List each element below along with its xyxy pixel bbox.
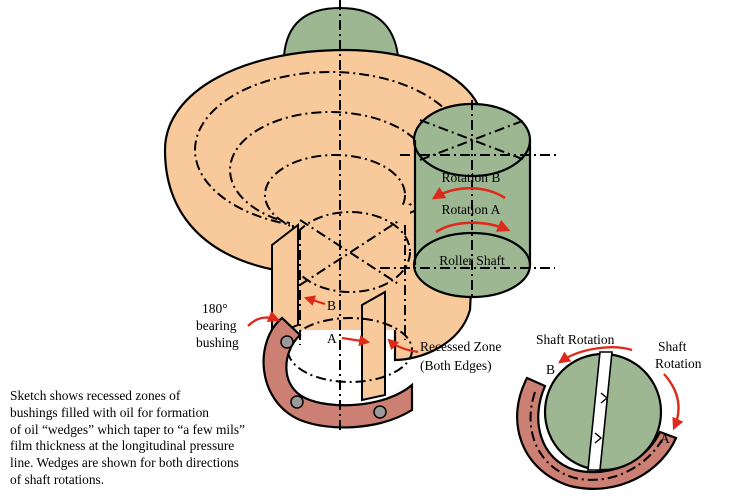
rotation-b-label: Rotation B [442, 170, 501, 185]
caption-line: bushings filled with oil for formation [10, 404, 209, 420]
bushing-strip-left [271, 222, 299, 337]
point-a-label: A [327, 331, 337, 346]
rotation-a-label: Rotation A [442, 202, 501, 217]
point-a-arrow [341, 335, 371, 347]
bolt-3 [373, 405, 387, 419]
end-a-label: A [660, 431, 670, 446]
shaft-rotation-right-arrow [663, 373, 684, 431]
rotation-b-arrow [431, 187, 506, 200]
caption-line: Sketch shows recessed zones of [10, 388, 181, 403]
cross-section-bushing [516, 376, 678, 490]
shaft-rotation-top-arrow [558, 346, 633, 364]
bearing-label: bearing [196, 318, 237, 333]
bearing-180-label: 180° [202, 301, 228, 316]
caption-line: of oil “wedges” which taper to “a few mi… [10, 421, 245, 437]
caption-line: film thickness at the longitudinal press… [10, 438, 235, 454]
point-b-label: B [327, 298, 336, 313]
shaft-rotation-top-label: Shaft Rotation [536, 332, 615, 347]
rotation-a-arrow [435, 219, 511, 234]
bearing-arrow [247, 310, 281, 327]
recessed-zone-arrow [387, 338, 419, 354]
bolt-2 [290, 395, 304, 409]
bolt-1 [280, 335, 294, 349]
recessed-zone-label: Recessed Zone [420, 339, 501, 354]
caption-line: line. Wedges are shown for both directio… [10, 455, 239, 471]
bushing-label: bushing [196, 335, 239, 350]
point-b-arrow [303, 295, 326, 306]
roller-shaft-label: Roller Shaft [439, 253, 505, 268]
bushing-strip-right [361, 290, 386, 402]
both-edges-label: (Both Edges) [420, 358, 492, 373]
cross-section-split [587, 351, 613, 471]
shaft-rotation-right-label-1: Shaft [658, 339, 687, 354]
diagram-caption: Sketch shows recessed zones of bushings … [10, 388, 310, 489]
shaft-rotation-right-label-2: Rotation [655, 356, 702, 371]
caption-line: of shaft rotations. [10, 471, 105, 487]
end-b-label: B [546, 362, 555, 377]
